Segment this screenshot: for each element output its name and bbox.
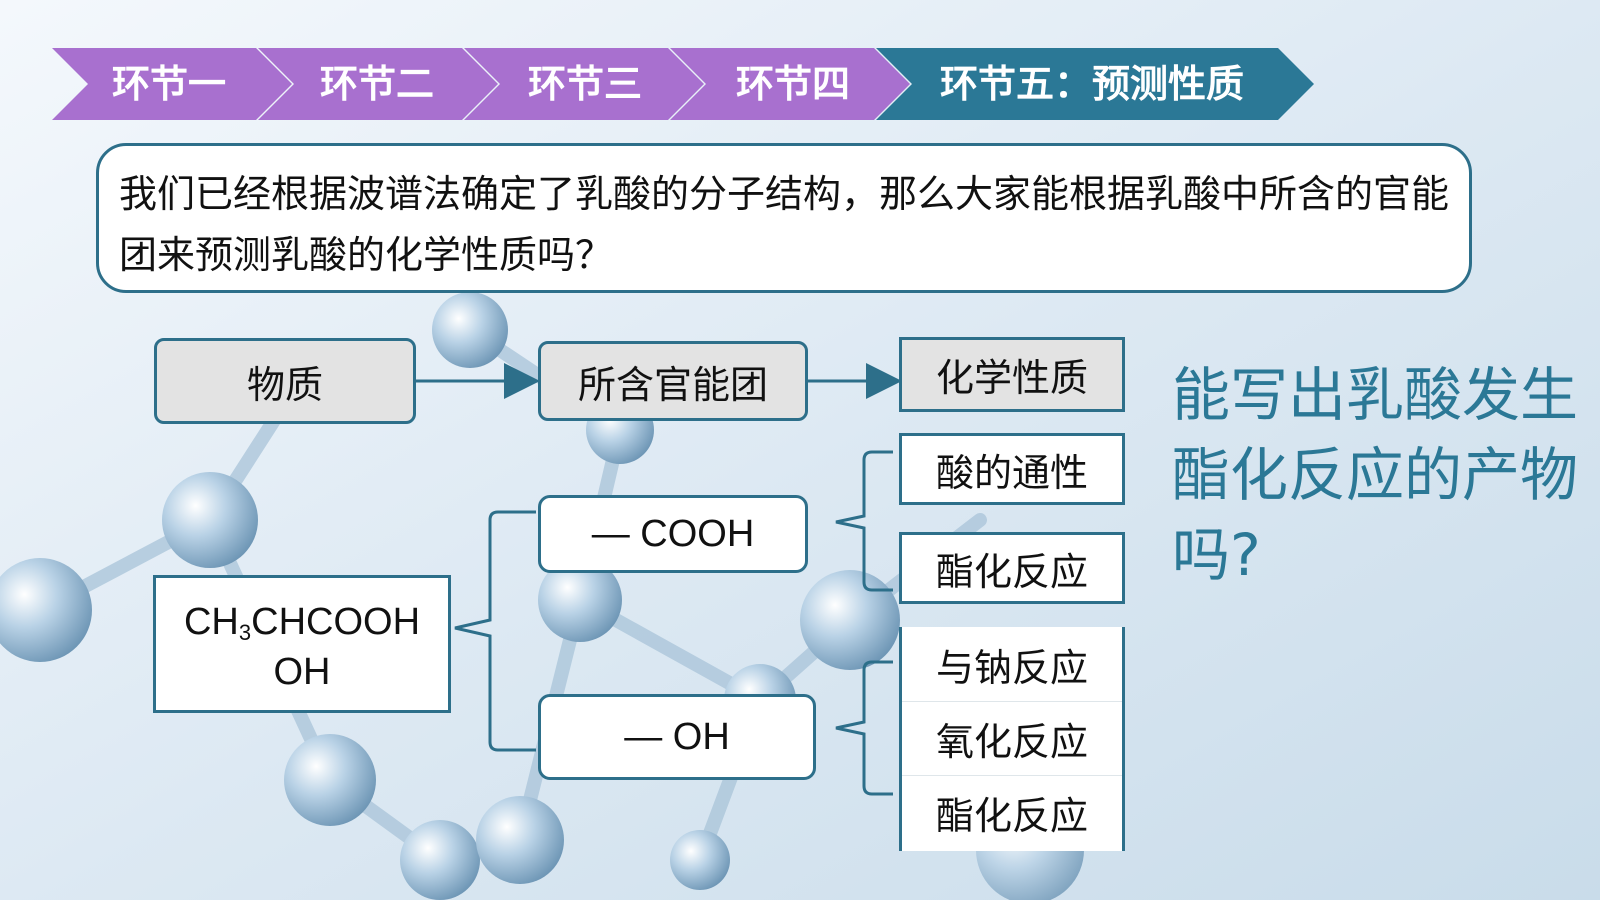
property-acid-general-label: 酸的通性	[935, 450, 1088, 495]
chevron-shape	[876, 48, 1314, 120]
chevron-shape	[464, 48, 704, 120]
formula-line-1: CH3CHCOOH	[156, 600, 448, 645]
chevron-shape	[52, 48, 292, 120]
formula-line-2: OH	[273, 651, 331, 693]
property-oxidation: 氧化反应	[902, 701, 1122, 775]
bracket-formula-groups	[454, 510, 536, 752]
properties-header-label: 化学性质	[935, 356, 1088, 400]
lactic-acid-formula: CH3CHCOOH OH	[153, 575, 451, 713]
substance-header-label: 物质	[246, 362, 323, 407]
question-text: 我们已经根据波谱法确定了乳酸的分子结构，那么大家能根据乳酸中所含的官能团来预测乳…	[119, 172, 1450, 277]
step-4-label: 环节四	[736, 62, 851, 106]
bracket-oh-properties	[835, 660, 893, 796]
step-3-label: 环节三	[528, 62, 643, 106]
chevron-shape	[258, 48, 498, 120]
step-2[interactable]: 环节二	[258, 48, 498, 120]
property-esterification-cooh: 酯化反应	[899, 532, 1125, 604]
group-cooh: — COOH	[538, 495, 808, 573]
formula-subscript: 3	[238, 620, 252, 645]
group-oh: — OH	[538, 694, 816, 780]
properties-header: 化学性质	[899, 337, 1125, 412]
property-sodium: 与钠反应	[902, 627, 1122, 701]
side-question: 能写出乳酸发生酯化反应的产物吗?	[1172, 361, 1579, 589]
functional-groups-header-label: 所含官能团	[577, 362, 768, 407]
property-esterification-cooh-label: 酯化反应	[935, 549, 1088, 594]
step-5-current[interactable]: 环节五：预测性质	[876, 48, 1314, 120]
property-esterification-oh: 酯化反应	[902, 775, 1122, 849]
substance-header: 物质	[154, 338, 416, 424]
step-3[interactable]: 环节三	[464, 48, 704, 120]
step-1[interactable]: 环节一	[52, 48, 292, 120]
step-2-label: 环节二	[320, 62, 435, 106]
question-box: 我们已经根据波谱法确定了乳酸的分子结构，那么大家能根据乳酸中所含的官能团来预测乳…	[96, 143, 1472, 293]
property-sodium-label: 与钠反应	[935, 645, 1088, 690]
formula-chcooh: CHCOOH	[251, 601, 421, 643]
group-oh-label: — OH	[624, 715, 730, 758]
group-cooh-label: — COOH	[591, 512, 755, 555]
property-acid-general: 酸的通性	[899, 433, 1125, 505]
property-oxidation-label: 氧化反应	[935, 720, 1088, 764]
bracket-cooh-properties	[835, 450, 893, 592]
chevron-shape	[670, 48, 910, 120]
oh-properties-group: 与钠反应 氧化反应 酯化反应	[899, 627, 1125, 851]
functional-groups-header: 所含官能团	[538, 341, 808, 421]
property-esterification-oh-label: 酯化反应	[935, 794, 1088, 838]
formula-ch: CH	[183, 601, 239, 643]
step-5-label: 环节五：预测性质	[940, 62, 1245, 106]
step-4[interactable]: 环节四	[670, 48, 910, 120]
step-1-label: 环节一	[112, 62, 227, 106]
